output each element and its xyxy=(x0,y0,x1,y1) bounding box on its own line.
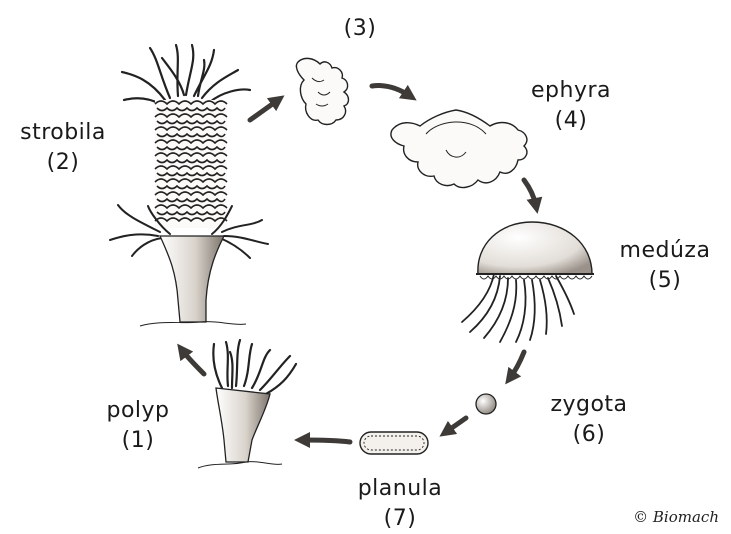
label-zygote-name: zygota xyxy=(534,390,644,420)
medusa-illustration xyxy=(462,222,594,342)
medusa-bell xyxy=(478,222,592,274)
label-zygote: zygota (6) xyxy=(534,390,644,450)
strobila-illustration xyxy=(110,45,268,326)
arrow-planula-to-polyp xyxy=(302,440,350,442)
strobila-top-tentacles xyxy=(122,45,250,104)
label-medusa-name: medúza xyxy=(610,236,720,266)
arrow-zygote-to-planula xyxy=(446,418,466,432)
label-strobila-name: strobila xyxy=(4,118,122,148)
label-planula: planula (7) xyxy=(340,474,460,534)
zygote-illustration xyxy=(476,394,496,414)
planula-illustration xyxy=(360,432,428,454)
label-planula-number: (7) xyxy=(340,504,460,534)
label-planula-name: planula xyxy=(340,474,460,504)
polyp-tentacles xyxy=(213,340,296,394)
label-ephyra: ephyra (4) xyxy=(516,76,626,136)
label-stage-3-number: (3) xyxy=(330,14,390,44)
label-medusa: medúza (5) xyxy=(610,236,720,296)
label-strobila: strobila (2) xyxy=(4,118,122,178)
label-stage-3: (3) xyxy=(330,14,390,44)
label-polyp-name: polyp xyxy=(98,396,178,426)
arrow-medusa-to-zygote xyxy=(510,352,524,378)
label-strobila-number: (2) xyxy=(4,148,122,178)
ephyra-illustration xyxy=(391,110,527,187)
polyp-illustration xyxy=(198,340,296,468)
arrow-ephyra-to-medusa xyxy=(524,180,536,206)
label-ephyra-number: (4) xyxy=(516,106,626,136)
arrow-3-to-ephyra xyxy=(372,85,410,96)
label-polyp-number: (1) xyxy=(98,426,178,456)
medusa-tentacles xyxy=(462,274,574,342)
stage-3-illustration xyxy=(296,58,348,124)
label-ephyra-name: ephyra xyxy=(516,76,626,106)
strobila-stalk xyxy=(160,236,224,322)
copyright-mark: © Biomach xyxy=(633,508,719,526)
arrow-polyp-to-strobila xyxy=(182,350,204,374)
arrow-strobila-to-3 xyxy=(250,100,278,120)
label-medusa-number: (5) xyxy=(610,266,720,296)
label-polyp: polyp (1) xyxy=(98,396,178,456)
label-zygote-number: (6) xyxy=(534,420,644,450)
polyp-body xyxy=(216,388,270,462)
